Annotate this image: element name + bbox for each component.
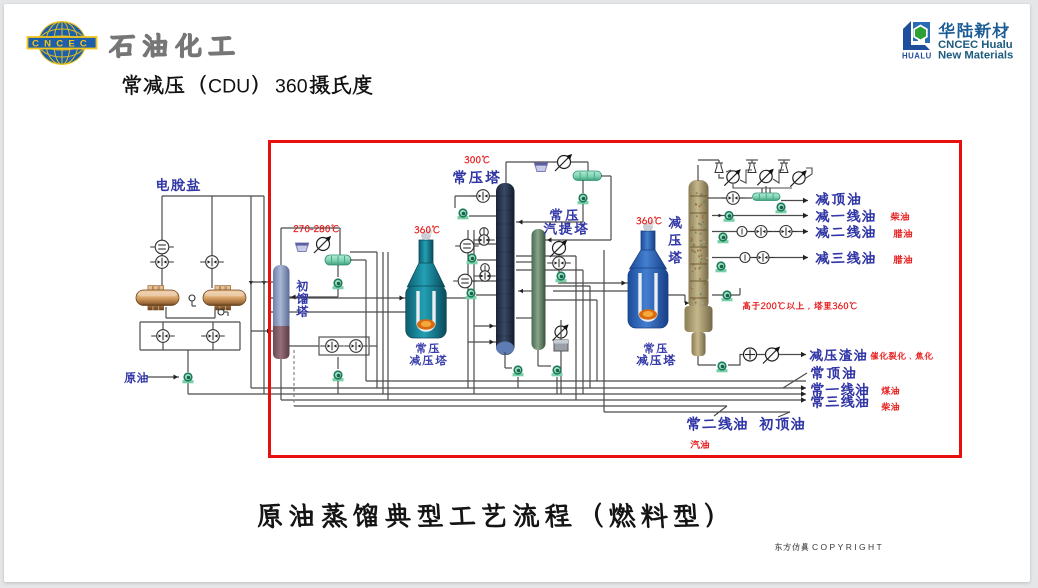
- svg-text:360: 360: [275, 76, 308, 98]
- svg-text:CDU: CDU: [208, 76, 250, 98]
- svg-text:COPYRIGHT: COPYRIGHT: [812, 542, 884, 552]
- svg-text:CNCEC: CNCEC: [32, 39, 92, 50]
- svg-text:New Materials: New Materials: [938, 50, 1013, 62]
- svg-text:CNCEC Hualu: CNCEC Hualu: [938, 39, 1013, 51]
- svg-text:HUALU: HUALU: [902, 52, 932, 61]
